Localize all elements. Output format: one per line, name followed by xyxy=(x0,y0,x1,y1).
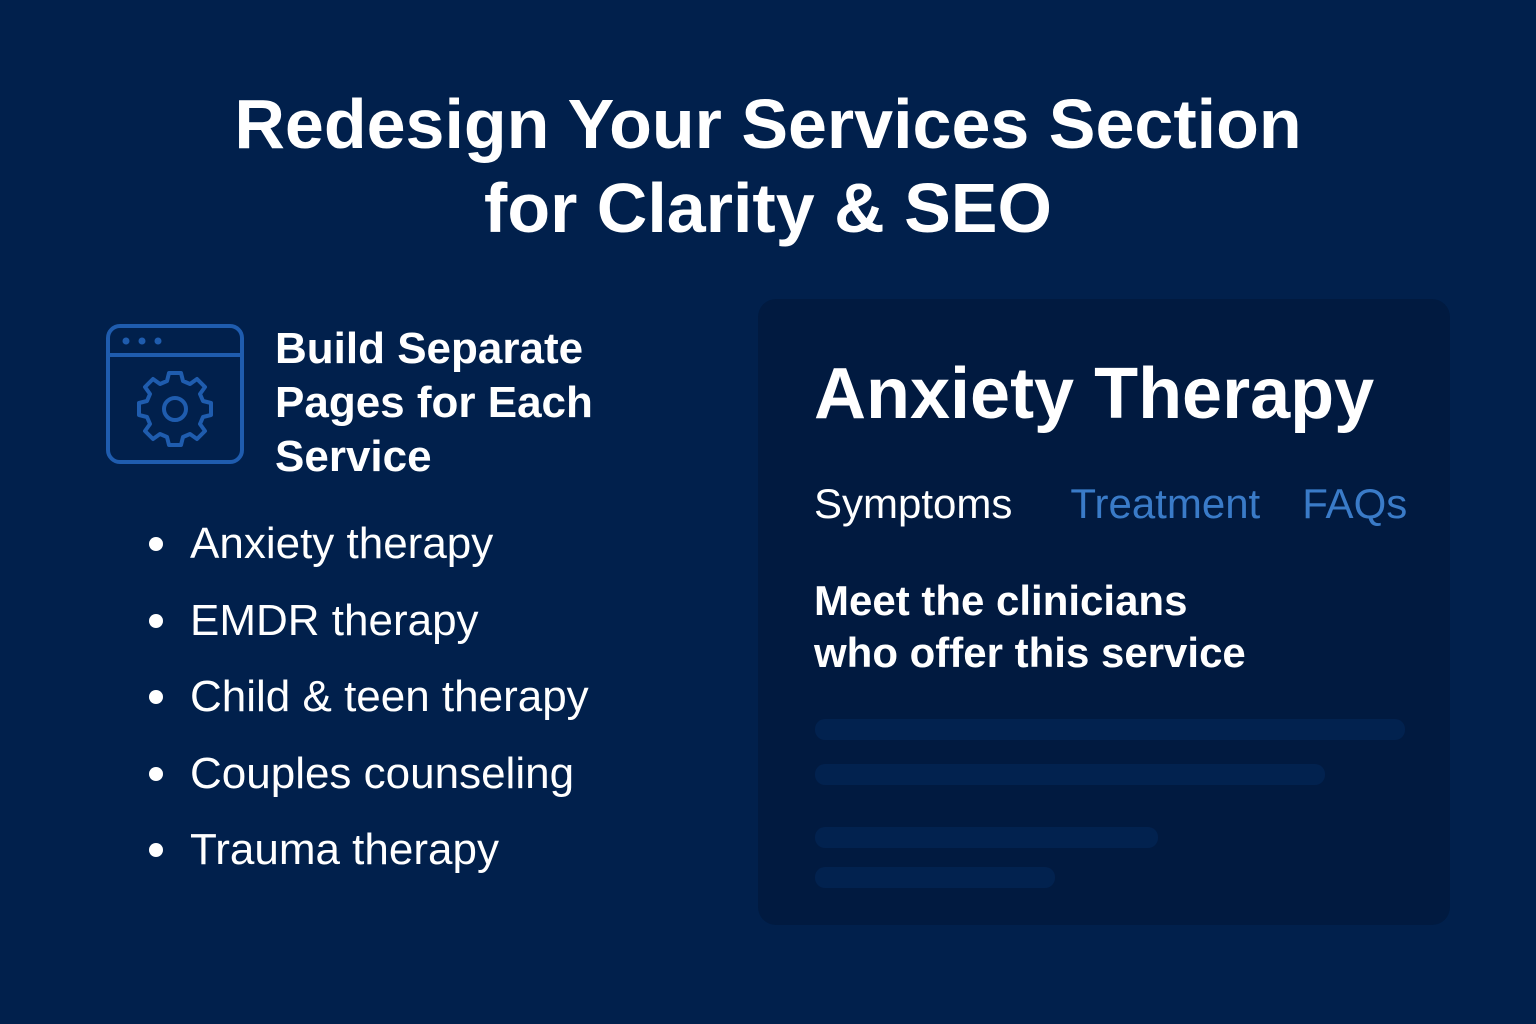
service-label: EMDR therapy xyxy=(190,595,479,645)
service-label: Couples counseling xyxy=(190,748,575,798)
service-label: Child & teen therapy xyxy=(190,672,589,722)
feature-heading-line-2: Pages for Each xyxy=(275,378,593,427)
bullet-icon xyxy=(149,690,163,705)
bullet-icon xyxy=(149,766,163,781)
bullet-icon xyxy=(149,613,163,628)
clinicians-heading: Meet the clinicians who offer this servi… xyxy=(814,575,1246,679)
service-page-tabs: Symptoms Treatment FAQs xyxy=(814,479,1407,529)
feature-heading-line-1: Build Separate xyxy=(275,324,584,373)
tab-faqs[interactable]: FAQs xyxy=(1302,480,1408,527)
placeholder-text-bar xyxy=(815,827,1158,848)
feature-heading-line-3: Service xyxy=(275,432,432,481)
page-title-line-2: for Clarity & SEO xyxy=(484,169,1052,247)
placeholder-text-bar xyxy=(815,719,1405,740)
bullet-icon xyxy=(149,537,163,552)
clinicians-heading-line-1: Meet the clinicians xyxy=(814,577,1188,624)
service-label: Trauma therapy xyxy=(190,825,499,875)
clinicians-heading-line-2: who offer this service xyxy=(814,629,1246,676)
service-page-mockup-card: Anxiety Therapy Symptoms Treatment FAQs … xyxy=(758,299,1450,925)
service-page-title: Anxiety Therapy xyxy=(814,354,1375,434)
browser-window-gear-icon xyxy=(106,324,244,464)
page-title-line-1: Redesign Your Services Section xyxy=(234,85,1302,163)
feature-heading: Build Separate Pages for Each Service xyxy=(275,322,655,484)
placeholder-text-bar xyxy=(815,764,1325,785)
service-list-item: EMDR therapy xyxy=(144,583,589,660)
service-list-item: Anxiety therapy xyxy=(144,506,589,583)
service-list: Anxiety therapy EMDR therapy Child & tee… xyxy=(144,506,589,889)
bullet-icon xyxy=(149,843,163,858)
service-label: Anxiety therapy xyxy=(190,519,494,569)
tab-treatment[interactable]: Treatment xyxy=(1070,480,1261,527)
placeholder-text-bar xyxy=(815,867,1055,888)
service-list-item: Couples counseling xyxy=(144,736,589,813)
page-title: Redesign Your Services Section for Clari… xyxy=(0,82,1536,250)
service-list-item: Child & teen therapy xyxy=(144,659,589,736)
service-list-item: Trauma therapy xyxy=(144,812,589,889)
tab-symptoms[interactable]: Symptoms xyxy=(814,480,1013,527)
